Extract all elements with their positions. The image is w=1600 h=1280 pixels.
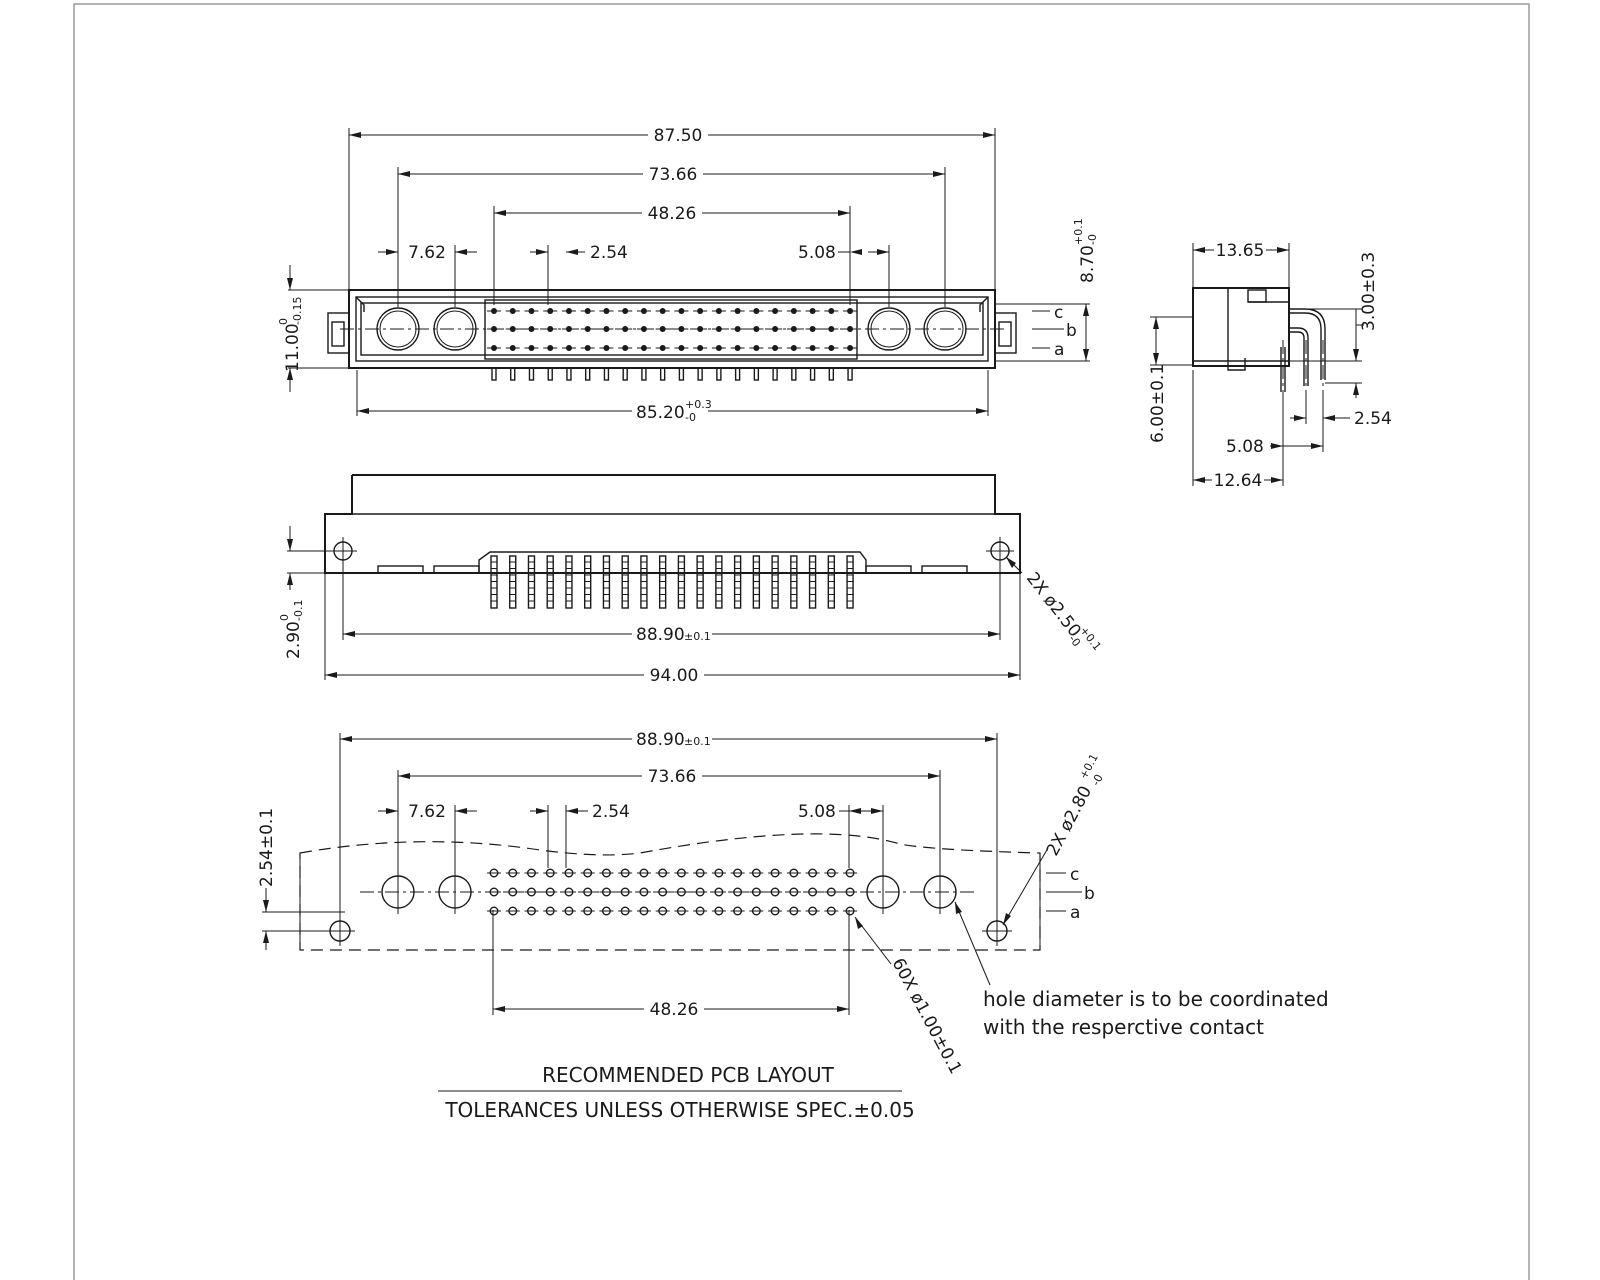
front-pin-tail — [659, 367, 666, 381]
callout-mount-hole: 2X ø2.50 — [1022, 569, 1085, 641]
front-pin-tail — [716, 367, 722, 381]
dim-pcb-coax-pitch-left: 7.62 — [408, 802, 446, 822]
dim-pcb-pin-pitch: 2.54 — [592, 802, 630, 822]
svg-text:+0.3: +0.3 — [685, 398, 712, 411]
front-pin-tail — [603, 367, 610, 381]
dim-pitch-small: 2.54 — [1354, 409, 1392, 429]
dim-pcb-vertical-offset: 2.54±0.1 — [257, 808, 277, 887]
front-pin-tail — [772, 367, 778, 381]
svg-text:-0: -0 — [1086, 234, 1099, 245]
dim-coax-pitch-right: 5.08 — [798, 243, 836, 263]
dim-coax-pitch-left: 7.62 — [408, 243, 446, 263]
front-pin-tail — [547, 367, 553, 381]
dim-pitch-large: 5.08 — [1226, 437, 1264, 457]
svg-text:±0.1: ±0.1 — [684, 630, 711, 643]
pcb-note-line-1: hole diameter is to be coordinated — [983, 987, 1329, 1011]
dim-side-height: 6.00±0.1 — [1148, 364, 1168, 443]
dim-bottom-width: 12.64 — [1214, 471, 1263, 491]
side-view: 13.65 3.00±0.3 6.00±0.1 2.54 5.08 — [1148, 240, 1392, 491]
dim-bottom-overall-width: 94.00 — [650, 666, 699, 686]
dim-depth: 8.70 — [1078, 245, 1098, 283]
front-pin-tail — [641, 367, 647, 381]
mount-hole-right — [986, 537, 1014, 565]
svg-text:-0: -0 — [685, 411, 696, 424]
bottom-view: 2.90 0 -0.1 88.90 ±0.1 94.00 2X ø2.50 +0… — [278, 474, 1104, 686]
dim-height: 11.00 — [283, 323, 303, 372]
front-pin-tail — [510, 367, 516, 381]
front-pin-tail — [622, 367, 628, 381]
mount-hole-left — [329, 537, 357, 565]
front-pin-tail — [809, 367, 816, 381]
callout-pcb-pin-hole: 60X ø1.00±0.1 — [888, 955, 966, 1078]
right-flange — [994, 312, 1017, 354]
dim-pcb-outer-spacing: 73.66 — [648, 767, 697, 787]
row-label-a: a — [1054, 340, 1064, 360]
pcb-outline — [299, 833, 1041, 951]
dim-hole-spacing: 88.90 — [636, 625, 685, 645]
svg-text:0: 0 — [277, 318, 290, 325]
front-pin-tails — [491, 367, 853, 381]
front-pin-tail — [791, 367, 797, 381]
front-view: 87.50 73.66 48.26 7.62 2.54 5.08 85.20 +… — [277, 124, 1099, 424]
left-flange — [327, 312, 350, 354]
front-pin-tail — [697, 367, 703, 381]
dim-outer-spacing: 73.66 — [649, 165, 698, 185]
pcb-pin-hole-grid — [487, 868, 858, 916]
front-pin-grid — [487, 308, 858, 351]
row-label-c: c — [1054, 303, 1063, 323]
dim-pin-pitch: 2.54 — [590, 243, 628, 263]
bottom-contact-row — [490, 555, 854, 609]
pcb-layout-view: 88.90 ±0.1 73.66 7.62 2.54 5.08 2.54±0.1… — [257, 728, 1329, 1078]
sheet-frame — [73, 3, 1530, 1280]
side-body — [1192, 287, 1290, 367]
title-block: RECOMMENDED PCB LAYOUT TOLERANCES UNLESS… — [438, 1063, 915, 1122]
front-pin-tail — [828, 367, 835, 381]
title-tolerance: TOLERANCES UNLESS OTHERWISE SPEC.±0.05 — [444, 1098, 914, 1122]
svg-text:±0.1: ±0.1 — [684, 735, 711, 748]
dim-overall-width: 87.50 — [654, 126, 703, 146]
row-label-b: b — [1066, 321, 1077, 341]
callout-pcb-mount-hole: 2X ø2.80 — [1043, 783, 1096, 860]
pcb-mount-hole-right — [982, 916, 1012, 946]
dim-pcb-hole-spacing: 88.90 — [636, 730, 685, 750]
pcb-row-label-c: c — [1070, 865, 1079, 885]
front-pin-tail — [734, 367, 741, 381]
pcb-row-label-b: b — [1084, 884, 1095, 904]
svg-text:0: 0 — [278, 614, 291, 621]
front-pin-tail — [566, 367, 572, 381]
front-pin-tail — [491, 367, 497, 381]
dim-base-width: 85.20 — [636, 403, 685, 423]
dim-pcb-coax-pitch-right: 5.08 — [798, 802, 836, 822]
front-pin-tail — [528, 367, 535, 381]
front-pin-tail — [678, 367, 685, 381]
front-pin-tail — [753, 367, 760, 381]
svg-text:+0.1: +0.1 — [1072, 218, 1085, 245]
dim-pin-field-width: 48.26 — [648, 204, 697, 224]
dim-pin-offset: 3.00±0.3 — [1359, 252, 1379, 331]
bottom-body-outline — [324, 474, 1021, 574]
svg-text:-0.1: -0.1 — [292, 600, 305, 621]
pcb-row-label-a: a — [1070, 903, 1080, 923]
svg-text:-0: -0 — [1089, 772, 1106, 788]
dim-top-width: 13.65 — [1216, 241, 1265, 261]
side-pin-b — [1289, 327, 1309, 386]
front-pin-tail — [585, 367, 591, 381]
front-pin-tail — [847, 367, 853, 381]
dim-pcb-pin-field-width: 48.26 — [650, 1000, 699, 1020]
dim-bottom-offset: 2.90 — [284, 621, 304, 659]
pcb-note-line-2: with the resperctive contact — [983, 1015, 1264, 1039]
title-heading: RECOMMENDED PCB LAYOUT — [542, 1063, 834, 1087]
svg-text:-0.15: -0.15 — [291, 297, 304, 325]
